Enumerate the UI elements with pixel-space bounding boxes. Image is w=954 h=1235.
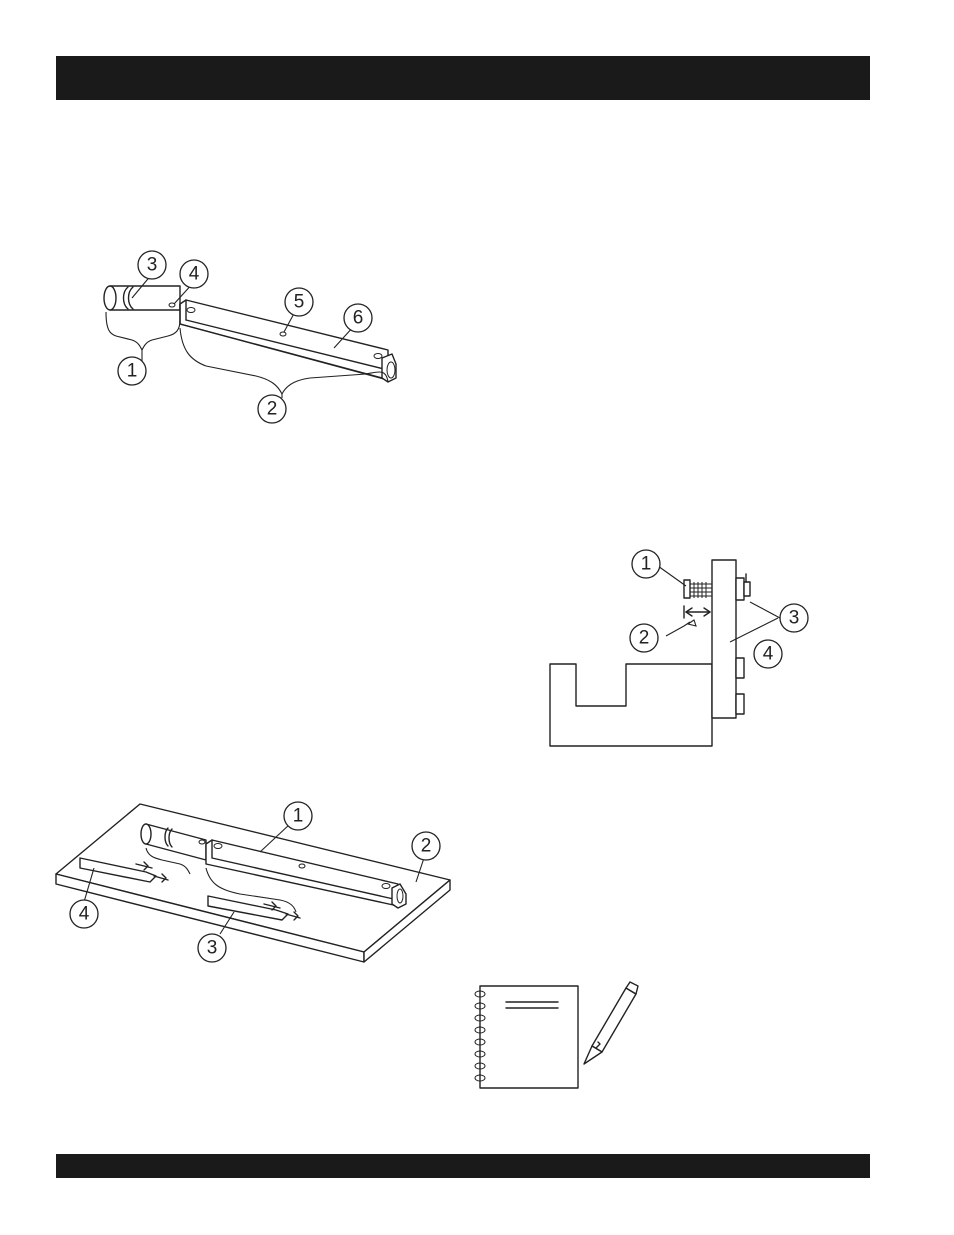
svg-text:4: 4 (189, 264, 200, 285)
svg-text:6: 6 (353, 308, 364, 329)
shaft-callout-3: 3 (138, 251, 166, 279)
shaft-callout-6: 6 (344, 304, 372, 332)
bracket-callout-3: 3 (780, 604, 808, 632)
shaft-callout-5: 5 (285, 288, 313, 316)
svg-text:2: 2 (267, 399, 278, 420)
shaft-callout-2: 2 (258, 395, 286, 423)
plate-callout-3: 3 (198, 934, 226, 962)
svg-text:3: 3 (207, 938, 218, 959)
svg-text:1: 1 (293, 806, 304, 827)
footer-bar (56, 1154, 870, 1178)
bracket-callout-1: 1 (632, 550, 660, 578)
svg-text:3: 3 (147, 255, 158, 276)
header-bar (56, 56, 870, 100)
svg-text:1: 1 (127, 361, 138, 382)
pencil-icon (584, 982, 638, 1064)
notebook-icon (470, 980, 642, 1094)
bracket-figure: 1 2 3 4 (540, 544, 820, 754)
plate-callout-1: 1 (284, 802, 312, 830)
plate-callout-4: 4 (70, 900, 98, 928)
svg-text:2: 2 (639, 628, 650, 649)
svg-text:4: 4 (79, 904, 90, 925)
shaft-figure: 3 4 5 6 1 2 (96, 250, 416, 430)
bracket-callout-4: 4 (754, 640, 782, 668)
svg-text:4: 4 (763, 644, 774, 665)
bracket-callout-2: 2 (630, 624, 658, 652)
plate-callout-2: 2 (412, 832, 440, 860)
plate-figure: 1 2 3 4 (50, 796, 460, 966)
svg-text:3: 3 (789, 608, 800, 629)
svg-text:1: 1 (641, 554, 652, 575)
svg-text:5: 5 (294, 292, 305, 313)
shaft-callout-1: 1 (118, 357, 146, 385)
shaft-callout-4: 4 (180, 260, 208, 288)
svg-text:2: 2 (421, 836, 432, 857)
